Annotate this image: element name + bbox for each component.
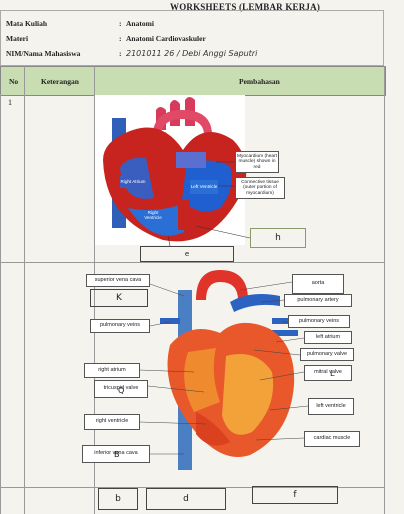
pulm-artery-vessel	[230, 294, 280, 312]
handwritten-l: L	[330, 369, 334, 378]
label-superior-vena-cava: superior vena cava	[86, 274, 150, 287]
answer-box-k[interactable]: K	[90, 289, 148, 307]
label-pulmonary-veins-left: pulmonary veins	[288, 315, 350, 328]
handwritten-b: B	[114, 450, 120, 459]
handwritten-q: Q	[118, 386, 124, 395]
label-left-ventricle-2: left ventricle	[308, 398, 354, 415]
answer-box-b[interactable]: b	[98, 488, 138, 510]
label-mitral-valve: mitral valve	[304, 365, 352, 381]
label-right-ventricle-2: right ventricle	[84, 414, 140, 430]
aorta-arch-2	[196, 270, 248, 300]
answer-box-f[interactable]: f	[252, 486, 338, 504]
label-pulmonary-valve: pulmonary valve	[300, 348, 354, 361]
label-right-atrium-2: right atrium	[84, 363, 140, 378]
label-cardiac-muscle: cardiac muscle	[304, 431, 360, 447]
label-pulmonary-veins-right: pulmonary veins	[90, 319, 150, 333]
label-aorta: aorta	[292, 274, 344, 294]
pulm-vein-r-1	[160, 318, 180, 324]
label-pulmonary-artery: pulmonary artery	[284, 294, 352, 307]
answer-box-d[interactable]: d	[146, 488, 226, 510]
label-left-atrium: left atrium	[304, 331, 352, 344]
